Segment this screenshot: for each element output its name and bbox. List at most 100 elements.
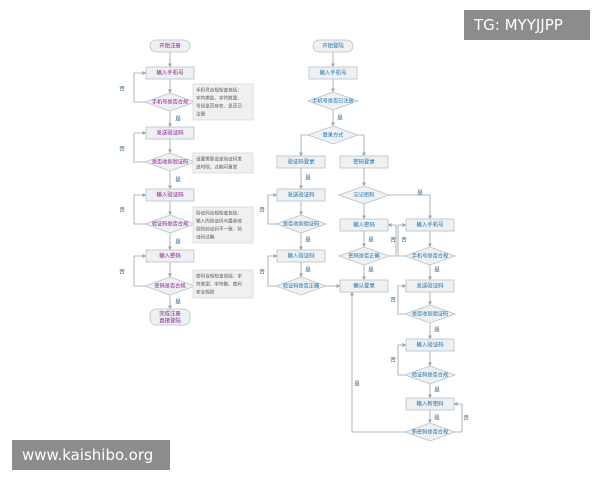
edge-r-nocode2 — [267, 254, 278, 287]
left-input-phone: 输入手机号 — [145, 66, 195, 80]
label-l-yes1: 是 — [175, 116, 181, 123]
left-code-valid: 验证码是否合规 — [143, 214, 197, 234]
edge-r-forgot — [389, 194, 432, 220]
edge-l-no2 — [133, 131, 147, 163]
edge-f-no2 — [397, 284, 407, 315]
label-r-yes3: 是 — [305, 237, 311, 244]
edge-r4 — [299, 134, 308, 157]
label-l-yes2: 是 — [175, 177, 181, 184]
label-r-yes1: 是 — [337, 115, 343, 122]
right-phone-registered-label: 手机号是否已注册 — [312, 97, 354, 105]
left-code-received-label: 是否收到验证码 — [152, 158, 188, 166]
left-input-password-label: 输入密码 — [159, 252, 181, 260]
note-phone-line: 手机号合规检查包括： — [196, 87, 242, 94]
edge-l-no1 — [133, 71, 147, 103]
reset-input-code: 输入验证码 — [405, 338, 455, 352]
right-input-code: 输入验证码 — [276, 249, 326, 263]
right-input-phone-label: 输入手机号 — [320, 69, 348, 77]
reset-new-password-valid: 新密码是否合规 — [403, 422, 457, 442]
right-code-valid-label: 验证码是否正确 — [283, 282, 319, 290]
right-input-password: 输入密码 — [339, 218, 389, 232]
right-input-password-label: 输入密码 — [353, 221, 375, 229]
reset-code-valid: 验证码是否合规 — [403, 365, 457, 385]
flow-nodes: 开始注册输入手机号手机号是否合规发送验证码是否收到验证码输入验证码验证码是否合规… — [143, 39, 457, 442]
label-l-no1: 否 — [119, 86, 125, 93]
edge-l-no3 — [133, 193, 147, 225]
right-confirm-login-label: 确认登录 — [353, 282, 375, 290]
edge-f-back — [350, 291, 405, 433]
left-phone-valid-label: 手机号是否合规 — [152, 98, 188, 106]
reset-input-phone: 输入手机号 — [405, 218, 455, 232]
label-r-no3: 否 — [401, 237, 407, 244]
label-l-yes3: 是 — [175, 239, 181, 246]
right-password-login-label: 密码登录 — [353, 158, 375, 166]
reset-input-new-password-label: 输入新密码 — [417, 400, 445, 408]
right-send-code-label: 发送验证码 — [288, 191, 316, 199]
right-password-correct-label: 密码是否正确 — [348, 252, 379, 260]
right-confirm-login: 确认登录 — [339, 279, 389, 293]
left-end-line1: 完成注册 — [159, 310, 181, 318]
label-r-no2: 否 — [259, 269, 265, 276]
right-login-method: 登录方式 — [306, 125, 360, 145]
label-f-back-yes: 是 — [354, 381, 360, 388]
note-code-valid-line: 验证码合规检查包括： — [196, 210, 242, 217]
note-password-line: 密码合规检查包括：字 — [196, 273, 242, 280]
right-forgot-password: 忘记密码 — [337, 185, 391, 205]
right-start-label: 开始登陆 — [322, 42, 344, 50]
label-r-yes4: 是 — [305, 267, 311, 274]
right-code-received-label: 是否收到验证码 — [283, 220, 319, 228]
label-f-no4: 否 — [463, 415, 469, 422]
left-input-phone-label: 输入手机号 — [157, 69, 185, 77]
reset-new-password-valid-label: 新密码是否合规 — [412, 428, 448, 436]
edge-f-no4 — [453, 402, 463, 433]
left-start: 开始注册 — [149, 39, 191, 53]
right-input-phone: 输入手机号 — [308, 66, 358, 80]
note-code-recv-line: 送时限，过期可重发 — [196, 164, 238, 171]
reset-input-code-label: 输入验证码 — [417, 341, 445, 349]
edge-l-no4 — [133, 254, 147, 287]
left-send-code-label: 发送验证码 — [157, 129, 185, 137]
watermark-bottom: www.kaishibo.org — [12, 440, 170, 470]
label-l-no2: 否 — [119, 146, 125, 153]
note-password-line: 安全规则 — [196, 289, 215, 296]
right-password-login: 密码登录 — [339, 155, 389, 169]
right-code-received: 是否收到验证码 — [274, 214, 328, 234]
reset-code-received-label: 是否收到验证码 — [412, 310, 448, 318]
left-code-valid-label: 验证码是否合规 — [152, 220, 188, 228]
label-r-yes6: 是 — [368, 267, 374, 274]
note-phone: 手机号合规检查包括：字符类型、字符数量、号段是否存在、是否已注册 — [192, 83, 254, 121]
label-r-yes5: 是 — [368, 237, 374, 244]
right-send-code: 发送验证码 — [276, 188, 326, 202]
right-password-correct: 密码是否正确 — [337, 246, 391, 266]
left-send-code: 发送验证码 — [145, 126, 195, 140]
note-phone-line: 字符类型、字符数量、 — [196, 95, 242, 102]
annotation-notes: 手机号合规检查包括：字符类型、字符数量、号段是否存在、是否已注册设置需要设定验证… — [192, 83, 254, 299]
note-code-valid-line: 证码过期 — [196, 234, 215, 241]
edge-r5 — [358, 134, 366, 157]
label-f-yes2: 是 — [434, 327, 440, 334]
reset-code-received: 是否收到验证码 — [403, 304, 457, 324]
left-input-password: 输入密码 — [145, 249, 195, 263]
note-password-line: 符类型、字符数、密码 — [196, 281, 242, 288]
label-l-yes4: 是 — [175, 299, 181, 306]
left-phone-valid: 手机号是否合规 — [143, 92, 197, 112]
reset-input-new-password: 输入新密码 — [405, 397, 455, 411]
left-input-code-label: 输入验证码 — [157, 191, 185, 199]
label-r-yes2: 是 — [305, 175, 311, 182]
label-f-no2: 否 — [390, 297, 396, 304]
note-phone-line: 注册 — [196, 111, 206, 118]
left-input-code: 输入验证码 — [145, 188, 195, 202]
reset-send-code: 发送验证码 — [405, 279, 455, 293]
note-code-valid-line: 输入的验证码与最新收 — [196, 218, 242, 225]
right-start: 开始登陆 — [312, 39, 354, 53]
edge-f-no1 — [397, 223, 407, 257]
label-f-yes3: 是 — [434, 387, 440, 394]
note-code-valid-line: 到的验证码不一致、验 — [196, 226, 242, 233]
reset-send-code-label: 发送验证码 — [417, 282, 445, 290]
label-r-forgot-yes: 是 — [417, 190, 423, 197]
left-start-label: 开始注册 — [159, 42, 181, 50]
note-code-recv-line: 设置需要设定验证码发 — [196, 156, 242, 163]
